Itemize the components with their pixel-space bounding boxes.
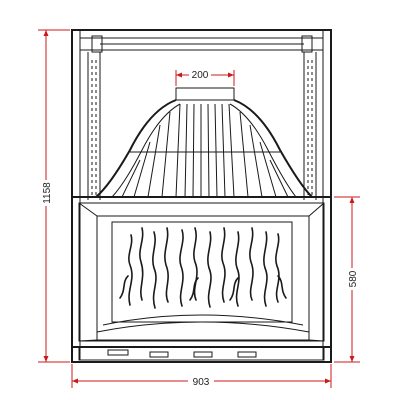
top-rail — [79, 37, 324, 51]
right-bracket — [301, 35, 313, 53]
air-slot-3 — [193, 351, 213, 358]
air-slot-1 — [107, 349, 129, 356]
firebox-back — [111, 221, 293, 323]
door-frame-inner — [78, 202, 325, 342]
hearth-curve — [96, 321, 310, 333]
dim-flue-width: 200 — [175, 69, 235, 86]
overall-height-label: 1158 — [42, 182, 53, 204]
right-side-column — [303, 52, 317, 200]
dim-overall-width: 903 — [71, 364, 332, 388]
door-height-label: 580 — [348, 270, 359, 287]
smoke-hood — [95, 87, 313, 198]
flue-width-label: 200 — [192, 70, 209, 81]
glass-opening — [96, 215, 310, 341]
hood-left-outer — [95, 99, 177, 198]
hood-left-inner — [111, 103, 181, 198]
hood-ribs — [121, 103, 289, 198]
left-side-column — [87, 52, 101, 200]
left-bracket — [91, 35, 103, 53]
hood-right-outer — [233, 99, 313, 198]
air-slot-4 — [237, 351, 257, 358]
firebox-door — [71, 196, 332, 361]
dim-door-height: 580 — [334, 196, 360, 363]
flames — [119, 227, 287, 309]
air-control-plinth — [78, 346, 325, 361]
dim-overall-height: 1158 — [38, 29, 70, 363]
overall-width-label: 903 — [193, 377, 210, 388]
hearth-curve-inner — [102, 314, 304, 326]
air-slot-2 — [149, 351, 169, 358]
hood-right-inner — [229, 103, 297, 198]
flue-outlet — [175, 87, 235, 101]
fireplace-body — [71, 29, 332, 363]
